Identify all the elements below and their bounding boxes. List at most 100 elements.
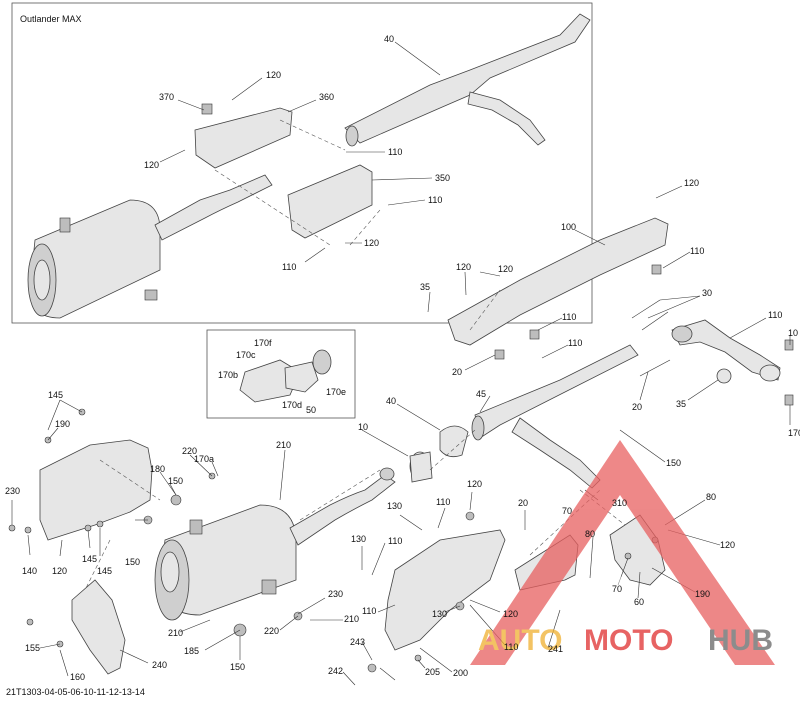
callout-label: 210	[168, 628, 183, 638]
callout-label: 170e	[326, 387, 346, 397]
callout-label: 370	[159, 92, 174, 102]
callout-label: 110	[388, 536, 402, 546]
callout-label: 110	[504, 642, 518, 652]
callout-label: 120	[684, 178, 699, 188]
callout-label: 160	[70, 672, 85, 682]
callout-label: 120	[52, 566, 67, 576]
callout-label: 205	[425, 667, 440, 677]
callout-label: 190	[695, 589, 710, 599]
callout-label: 185	[184, 646, 199, 656]
callout-label: 170c	[236, 350, 256, 360]
automotohub-logo: AUTO MOTO HUB	[470, 440, 775, 665]
pipe-30	[671, 319, 781, 381]
callout-label: 110	[436, 497, 450, 507]
inset-title: Outlander MAX	[20, 14, 82, 24]
muffler-170a	[154, 467, 396, 621]
callout-label: 210	[344, 614, 359, 624]
clamp-50	[439, 425, 469, 458]
callout-label: 20	[452, 367, 462, 377]
callout-label: 145	[82, 554, 97, 564]
inset-heat-shield-360	[194, 107, 293, 169]
callout-label: 120	[467, 479, 482, 489]
callout-label: 145	[97, 566, 112, 576]
inset-nut-370	[201, 103, 213, 115]
callout-label: 310	[612, 498, 627, 508]
logo-part-moto: MOTO	[584, 624, 673, 657]
callout-label: 230	[5, 486, 20, 496]
callout-label: 120	[456, 262, 471, 272]
callout-label: 110	[562, 312, 576, 322]
callout-label: 110	[362, 606, 376, 616]
callout-label: 180	[150, 464, 165, 474]
callout-label: 120	[498, 264, 513, 274]
callout-label: 170c	[788, 428, 800, 438]
callout-label: 350	[435, 173, 450, 183]
inset-muffler	[27, 174, 273, 319]
logo-part-hub: HUB	[708, 624, 773, 657]
logo-part-auto: AUTO	[478, 624, 562, 657]
callout-label: 210	[276, 440, 291, 450]
callout-label: 10	[358, 422, 368, 432]
gasket-10	[716, 368, 732, 384]
callout-label: 100	[561, 222, 576, 232]
inset-frame	[11, 2, 593, 324]
callout-label: 80	[585, 529, 595, 539]
heat-shield-100	[447, 217, 669, 346]
inset-pipe-40-branch	[467, 91, 546, 146]
callout-label: 360	[319, 92, 334, 102]
callout-label: 120	[503, 609, 518, 619]
callout-label: 20	[518, 498, 528, 508]
callout-label: 120	[144, 160, 159, 170]
callout-label: 155	[25, 643, 40, 653]
footer-code: 21T1303-04-05-06-10-11-12-13-14	[6, 687, 145, 697]
callout-label: 241	[548, 644, 563, 654]
callout-label: 60	[634, 597, 644, 607]
callout-label: 170f	[254, 338, 272, 348]
cover-160	[71, 579, 126, 675]
callout-label: 170d	[282, 400, 302, 410]
callout-label: 120	[266, 70, 281, 80]
callout-label: 110	[768, 310, 782, 320]
callout-label: 120	[720, 540, 735, 550]
callout-label: 110	[282, 262, 296, 272]
inset-heat-shield-350	[287, 164, 373, 239]
callout-label: 145	[48, 390, 63, 400]
callout-label: 220	[182, 446, 197, 456]
callout-label: 170b	[218, 370, 238, 380]
callout-label: 40	[384, 34, 394, 44]
callout-label: 200	[453, 668, 468, 678]
detail-gasket-170d	[284, 361, 319, 393]
callout-label: 190	[55, 419, 70, 429]
callout-label: 130	[432, 609, 447, 619]
callout-label: 80	[706, 492, 716, 502]
callout-label: 230	[328, 589, 343, 599]
callout-label: 40	[386, 396, 396, 406]
callout-labels: 40 120 370 360 120 110 350 110 120 110 1…	[5, 34, 800, 682]
callout-label: 120	[364, 238, 379, 248]
callout-label: 30	[702, 288, 712, 298]
callout-label: 20	[632, 402, 642, 412]
callout-label: 150	[230, 662, 245, 672]
callout-label: 70	[562, 506, 572, 516]
callout-label: 110	[568, 338, 582, 348]
callout-label: 130	[351, 534, 366, 544]
inset-pipe-40	[344, 13, 591, 144]
callout-label: 45	[476, 389, 486, 399]
callout-label: 10	[788, 328, 798, 338]
pipe-40-branch	[511, 417, 601, 489]
callout-label: 243	[350, 637, 365, 647]
pipe-40	[474, 344, 639, 439]
callout-label: 110	[690, 246, 704, 256]
callout-label: 150	[125, 557, 140, 567]
detail-frame	[206, 329, 356, 419]
callout-label: 240	[152, 660, 167, 670]
detail-spring-170b	[312, 349, 332, 375]
heat-shield-140	[39, 439, 153, 541]
callout-label: 110	[388, 147, 402, 157]
leader-lines	[11, 41, 791, 686]
callout-label: 150	[168, 476, 183, 486]
callout-label: 35	[420, 282, 430, 292]
callout-label: 130	[387, 501, 402, 511]
